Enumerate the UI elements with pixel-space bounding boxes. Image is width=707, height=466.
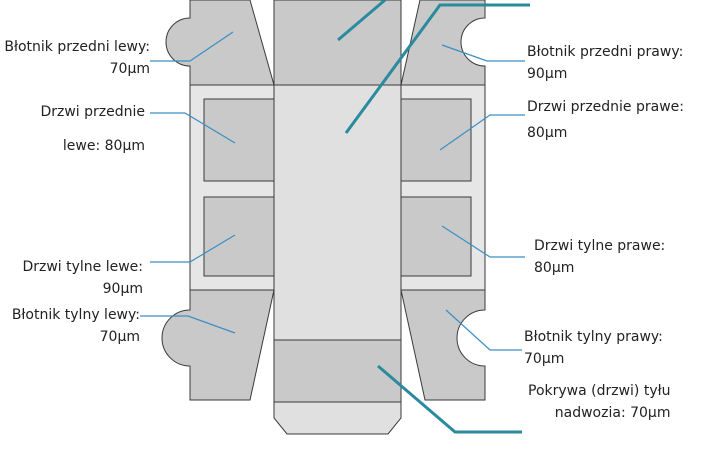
- rear-fender-right-leader: [445, 309, 522, 351]
- rear-fender-right-label: Błotnik tylny prawy: 70μm: [524, 326, 663, 370]
- front-fender-right-line1: Błotnik przedni prawy:: [527, 44, 684, 60]
- trunk-leader: [377, 364, 522, 434]
- rear-fender-right-line1: Błotnik tylny prawy:: [524, 329, 663, 345]
- front-fender-right-leader: [441, 44, 525, 62]
- trunk-lid-line2: nadwozia: 70μm: [554, 405, 671, 421]
- rear-fender-right-line2: 70μm: [524, 351, 565, 367]
- front-fender-left-line2: 70μm: [109, 61, 150, 77]
- rear-door-right-panel: [400, 196, 472, 277]
- front-door-right-panel: [400, 98, 472, 182]
- front-door-left-leader: [150, 112, 236, 144]
- front-fender-left-leader: [150, 31, 234, 62]
- front-door-left-line2: lewe: 80μm: [62, 138, 145, 154]
- rear-door-left-panel: [203, 196, 275, 277]
- rear-fender-left-leader: [140, 315, 236, 334]
- front-door-right-line1: Drzwi przednie prawe:: [527, 99, 684, 115]
- trunk-lid-label: Pokrywa (drzwi) tyłu nadwozia: 70μm: [528, 380, 670, 424]
- front-fender-left-line1: Błotnik przedni lewy:: [4, 39, 150, 55]
- front-door-right-leader: [439, 114, 525, 151]
- front-door-left-label: Drzwi przednie lewe: 80μm: [40, 95, 145, 163]
- rear-fender-left-label: Błotnik tylny lewy: 70μm: [12, 304, 140, 348]
- front-fender-left-panel: [165, 0, 275, 86]
- front-door-left-line1: Drzwi przednie: [40, 104, 145, 120]
- front-fender-right-panel: [400, 0, 486, 86]
- trunk-lid-panel: [273, 339, 402, 403]
- rear-fender-left-panel: [161, 289, 275, 401]
- rear-door-right-line1: Drzwi tylne prawe:: [534, 238, 666, 254]
- rear-fender-right-panel: [400, 289, 486, 401]
- front-fender-right-label: Błotnik przedni prawy: 90μm: [527, 41, 683, 85]
- rear-fender-left-line1: Błotnik tylny lewy:: [11, 307, 140, 323]
- roof-panel: [273, 84, 402, 341]
- front-fender-right-line2: 90μm: [527, 66, 568, 82]
- front-door-right-line2: 80μm: [527, 125, 568, 141]
- rear-bumper: [273, 401, 402, 435]
- front-door-left-panel: [203, 98, 275, 182]
- rear-door-right-label: Drzwi tylne prawe: 80μm: [534, 235, 665, 279]
- hood-panel: [273, 0, 402, 86]
- rear-fender-left-line2: 70μm: [99, 329, 140, 345]
- trunk-lid-line1: Pokrywa (drzwi) tyłu: [528, 383, 671, 399]
- rear-door-left-line2: 90μm: [102, 281, 143, 297]
- rear-door-left-leader: [150, 234, 236, 263]
- rear-door-left-label: Drzwi tylne lewe: 90μm: [22, 256, 143, 300]
- hood-leader: [337, 0, 386, 42]
- roof-leader: [344, 3, 530, 134]
- rear-door-right-line2: 80μm: [534, 260, 575, 276]
- front-fender-left-label: Błotnik przedni lewy: 70μm: [4, 36, 150, 80]
- rear-door-right-leader: [441, 225, 525, 258]
- rear-door-left-line1: Drzwi tylne lewe:: [22, 259, 143, 275]
- front-door-right-label: Drzwi przednie prawe: 80μm: [527, 94, 684, 146]
